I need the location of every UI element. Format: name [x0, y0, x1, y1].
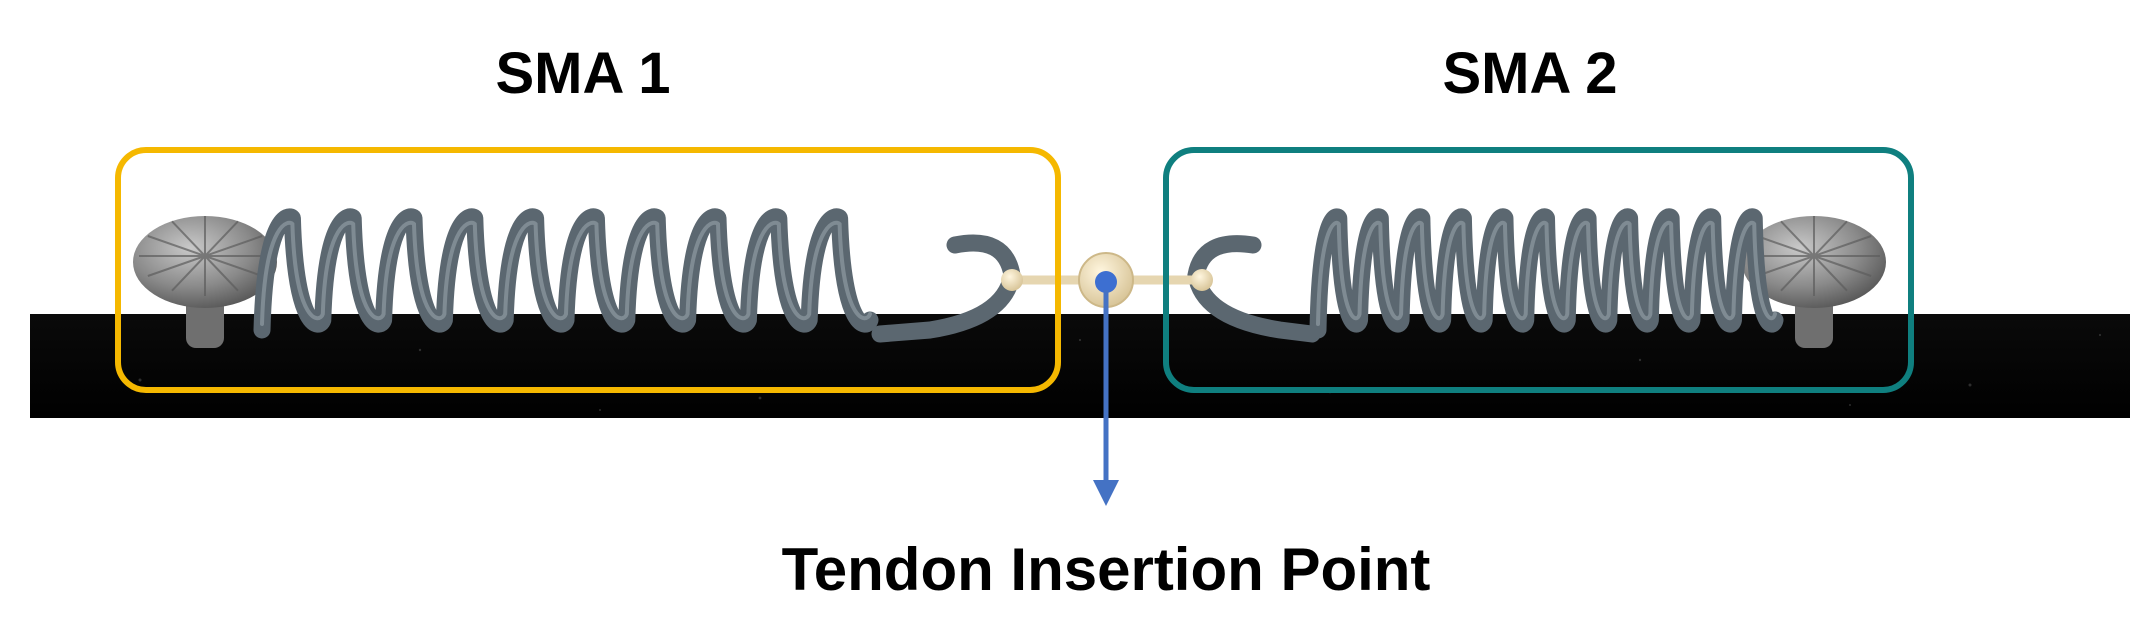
- anchor-rib: [147, 255, 206, 277]
- sma-1-box: [115, 147, 1061, 393]
- anchor-rib: [1756, 235, 1815, 257]
- sma-1-label: SMA 1: [495, 41, 670, 106]
- anchor-rib: [204, 235, 263, 257]
- anchor-left: [133, 216, 277, 348]
- anchor-rib: [204, 255, 239, 292]
- anchor-rib: [204, 220, 239, 257]
- tendon-insertion-label: Tendon Insertion Point: [782, 536, 1431, 603]
- sma-2-spring-highlight: [1316, 220, 1777, 326]
- anchor-right: [1742, 216, 1886, 348]
- anchor-rib: [1813, 255, 1872, 277]
- anchor-rib: [204, 255, 263, 277]
- sma-1-spring-highlight: [260, 220, 872, 326]
- anchor-rib: [147, 235, 206, 257]
- sma-2-box: [1163, 147, 1914, 393]
- anchor-rib: [1780, 220, 1815, 257]
- insertion-arrow-head: [1093, 480, 1119, 506]
- tendon-knot-right: [1191, 269, 1213, 291]
- tendon-knot-left: [1001, 269, 1023, 291]
- anchor-rib: [1780, 255, 1815, 292]
- sma-2-label: SMA 2: [1442, 41, 1617, 106]
- anchor-rib: [1756, 255, 1815, 277]
- anchor-rib: [171, 220, 206, 257]
- anchor-rib: [1813, 255, 1848, 292]
- anchor-rib: [171, 255, 206, 292]
- anchor-rib: [1813, 235, 1872, 257]
- anchor-rib: [1813, 220, 1848, 257]
- insertion-point-dot: [1095, 271, 1117, 293]
